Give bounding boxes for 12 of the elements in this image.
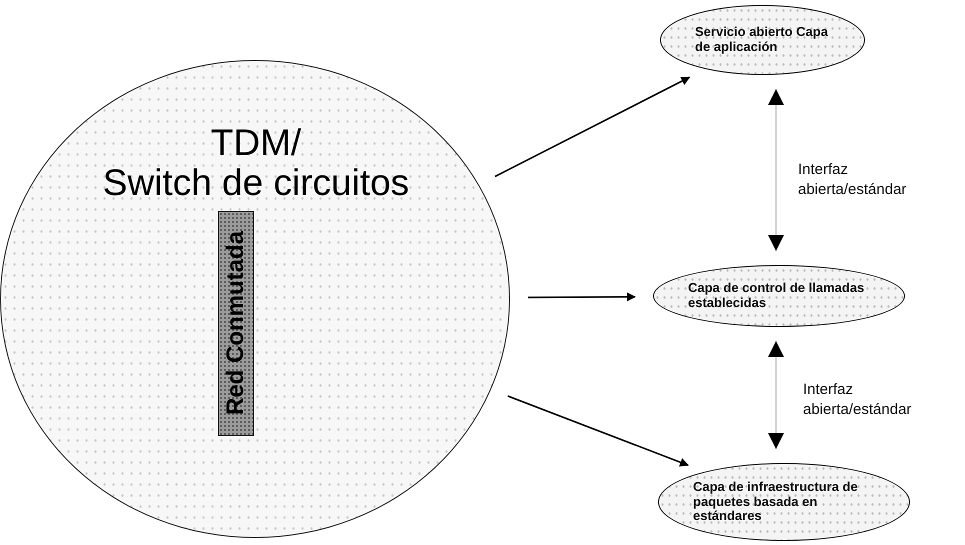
node-text: Capa de control de llamadas establecidas xyxy=(687,281,866,311)
vertical-label: Red Conmutada xyxy=(222,231,250,416)
arrow xyxy=(528,292,636,302)
title-text: Switch de circuitos xyxy=(102,163,410,203)
interface-arrow-heads xyxy=(768,340,784,450)
vertical-band xyxy=(218,211,254,436)
node-text: Capa de infraestructura de paquetes basada en estándares xyxy=(692,480,859,524)
title-text: TDM/ xyxy=(210,123,302,163)
interface-arrow-heads xyxy=(768,88,784,252)
node-text: Servicio abierto Capa de aplicación xyxy=(694,25,829,55)
arrow xyxy=(494,76,690,178)
arrow xyxy=(508,395,689,466)
